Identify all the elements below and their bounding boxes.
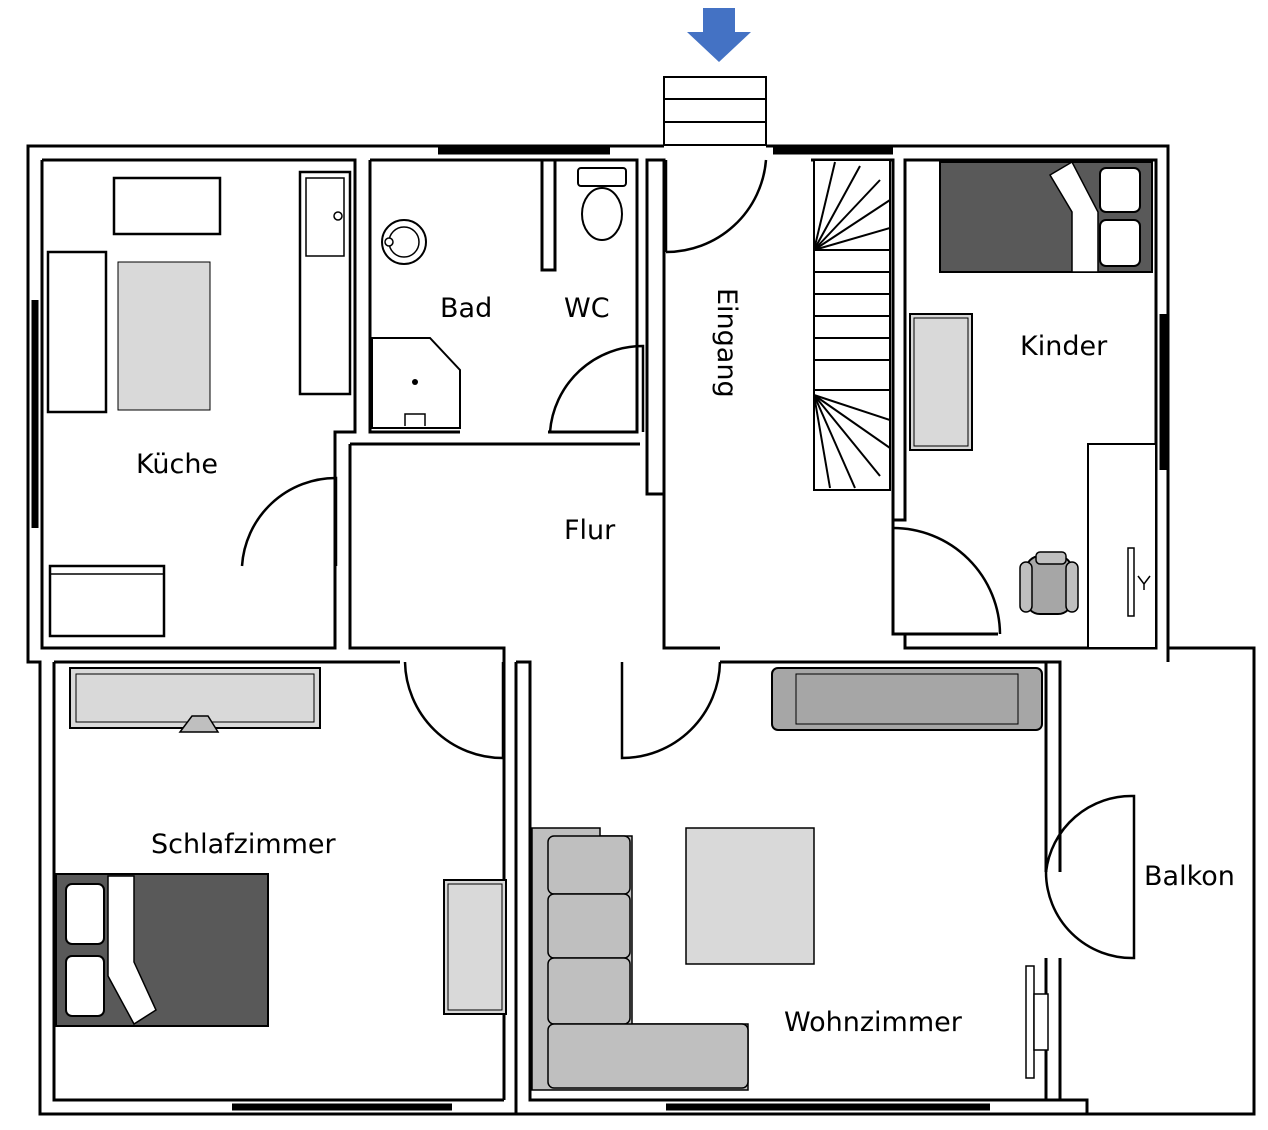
kids-desk [909, 313, 973, 451]
entrance-steps [663, 76, 767, 146]
bedroom-wardrobe [443, 879, 507, 1015]
bedroom-furniture [55, 667, 507, 1027]
staircase [813, 159, 891, 491]
outer-walls [26, 144, 1256, 1116]
living-table [685, 827, 815, 965]
room-label-wc: WC [564, 293, 610, 324]
room-label-bad: Bad [440, 293, 492, 324]
doors [240, 159, 1136, 960]
bathroom-furniture [371, 167, 627, 429]
toilet-tank [577, 167, 627, 187]
kids-wardrobe [1087, 443, 1157, 649]
tv-unit [1025, 965, 1049, 1079]
inner-walls [40, 158, 1158, 1114]
windows [31, 147, 1167, 1111]
arrow-down-icon [687, 8, 751, 62]
living-sofa [531, 827, 749, 1091]
living-room-furniture [531, 667, 1049, 1091]
toilet-bowl [581, 187, 623, 241]
kitchen-furniture [46, 170, 352, 638]
kitchen-table [112, 176, 222, 236]
kids-room-furniture [909, 160, 1157, 649]
room-label-kueche: Küche [136, 449, 218, 480]
room-label-kinder: Kinder [1020, 331, 1108, 362]
kitchen-island [117, 261, 211, 411]
room-label-schlafzimmer: Schlafzimmer [151, 829, 337, 860]
kitchen-stove [48, 564, 166, 638]
kitchen-bench [46, 250, 108, 414]
room-label-eingang: Eingang [711, 288, 742, 398]
room-label-balkon: Balkon [1144, 861, 1235, 892]
room-label-flur: Flur [564, 515, 616, 546]
room-label-wohnzimmer: Wohnzimmer [784, 1007, 963, 1038]
kids-chair [1019, 551, 1079, 615]
